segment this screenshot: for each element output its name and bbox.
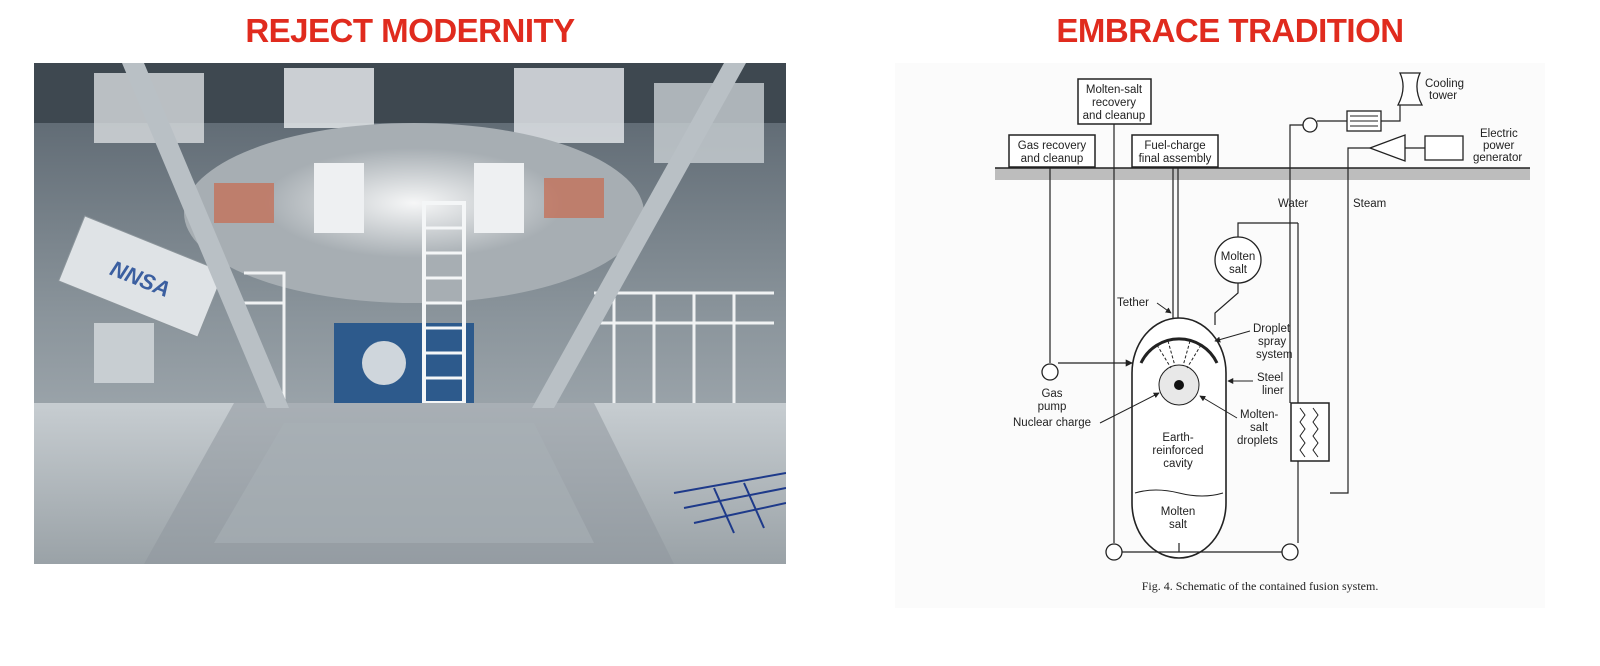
gas-recovery-box: Gas recovery and cleanup [1008,134,1096,168]
svg-text:Steel: Steel [1257,372,1283,384]
title-reject-modernity: REJECT MODERNITY [245,12,575,49]
svg-text:Electric: Electric [1480,128,1518,140]
svg-text:droplets: droplets [1237,435,1278,447]
earth-reinforced-cavity: Earth- reinforced cavity Molten salt [1131,317,1227,559]
svg-text:Steam: Steam [1353,198,1386,210]
bottom-pump-right-icon [1281,543,1299,561]
svg-text:Molten: Molten [1161,506,1196,518]
svg-text:Droplet: Droplet [1253,323,1291,335]
svg-text:tower: tower [1429,90,1457,102]
svg-text:salt: salt [1169,519,1188,531]
svg-text:Earth-: Earth- [1162,432,1193,444]
molten-salt-tank: Molten salt [1214,236,1262,284]
molten-salt-recovery-box: Molten-salt recovery and cleanup [1077,78,1152,125]
svg-text:Molten: Molten [1221,251,1256,263]
svg-text:final assembly: final assembly [1139,153,1212,165]
svg-text:spray: spray [1258,336,1286,348]
svg-text:cavity: cavity [1163,458,1193,470]
svg-text:system: system [1256,349,1292,361]
fuel-charge-box: Fuel-charge final assembly [1131,134,1219,168]
water-pump-icon [1302,117,1318,133]
svg-text:Fuel-charge: Fuel-charge [1144,140,1205,152]
svg-text:Water: Water [1278,198,1308,210]
bottom-pump-left-icon [1105,543,1123,561]
svg-text:Nuclear charge: Nuclear charge [1013,417,1091,429]
cooling-tower-icon: Cooling tower [1396,72,1464,106]
svg-text:and cleanup: and cleanup [1083,110,1146,122]
svg-text:recovery: recovery [1092,97,1136,109]
svg-text:Gas: Gas [1041,388,1062,400]
title-embrace-tradition: EMBRACE TRADITION [1056,12,1404,49]
generator-icon [1424,135,1464,161]
svg-text:Molten-salt: Molten-salt [1086,84,1143,96]
svg-text:Molten-: Molten- [1240,409,1279,421]
turbine-icon [1368,134,1406,162]
fusion-system-schematic: Molten-salt recovery and cleanup Gas rec… [895,63,1545,608]
svg-text:salt: salt [1229,264,1248,276]
svg-text:salt: salt [1250,422,1269,434]
svg-text:pump: pump [1038,401,1067,413]
heat-exchanger-icon [1290,402,1330,462]
svg-text:and cleanup: and cleanup [1021,153,1084,165]
laser-facility-photo: NNSA [34,63,786,564]
svg-text:power: power [1483,140,1514,152]
svg-text:Tether: Tether [1117,297,1149,309]
svg-text:Gas recovery: Gas recovery [1018,140,1087,152]
svg-text:generator: generator [1473,152,1522,164]
figure-caption: Fig. 4. Schematic of the contained fusio… [1142,579,1379,593]
svg-text:Cooling: Cooling [1425,78,1464,90]
svg-text:liner: liner [1262,385,1284,397]
gas-pump-icon [1041,363,1059,381]
svg-text:reinforced: reinforced [1152,445,1203,457]
